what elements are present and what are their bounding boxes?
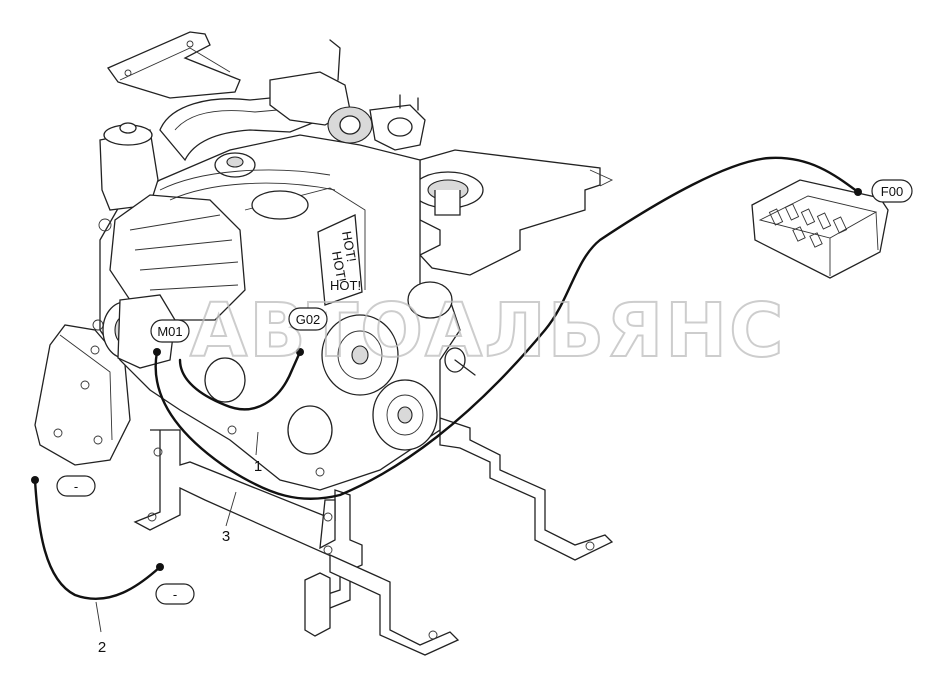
tag-m01: M01 [150, 319, 190, 343]
tag-blank-a: - [56, 475, 96, 497]
harness-1 [178, 350, 302, 411]
harness-2 [33, 478, 162, 600]
tag-f00: F00 [871, 179, 913, 203]
hot-label-1: HOT! [339, 230, 359, 263]
tag-blank-b-text: - [173, 587, 177, 602]
tag-blank-a-text: - [74, 479, 78, 494]
callout-3: 3 [222, 528, 230, 545]
harness-3 [154, 156, 860, 501]
tag-g02: G02 [288, 307, 328, 331]
tag-m01-text: M01 [157, 324, 182, 339]
support-frame [34, 31, 614, 656]
tag-f00-text: F00 [881, 184, 903, 199]
engine-assembly [92, 39, 476, 491]
tag-g02-text: G02 [296, 312, 321, 327]
watermark: АВТОАЛЬЯНС [190, 288, 785, 374]
tag-blank-b: - [155, 583, 195, 605]
connector-ends [31, 188, 862, 571]
callout-1: 1 [254, 458, 262, 475]
callout-2: 2 [98, 639, 106, 656]
harness-lines [33, 156, 860, 600]
hot-label-3: HOT! [330, 278, 361, 293]
fuse-relay-box [751, 179, 889, 279]
hot-label-2: HOT! [329, 250, 349, 283]
callout-leaders [95, 431, 259, 633]
